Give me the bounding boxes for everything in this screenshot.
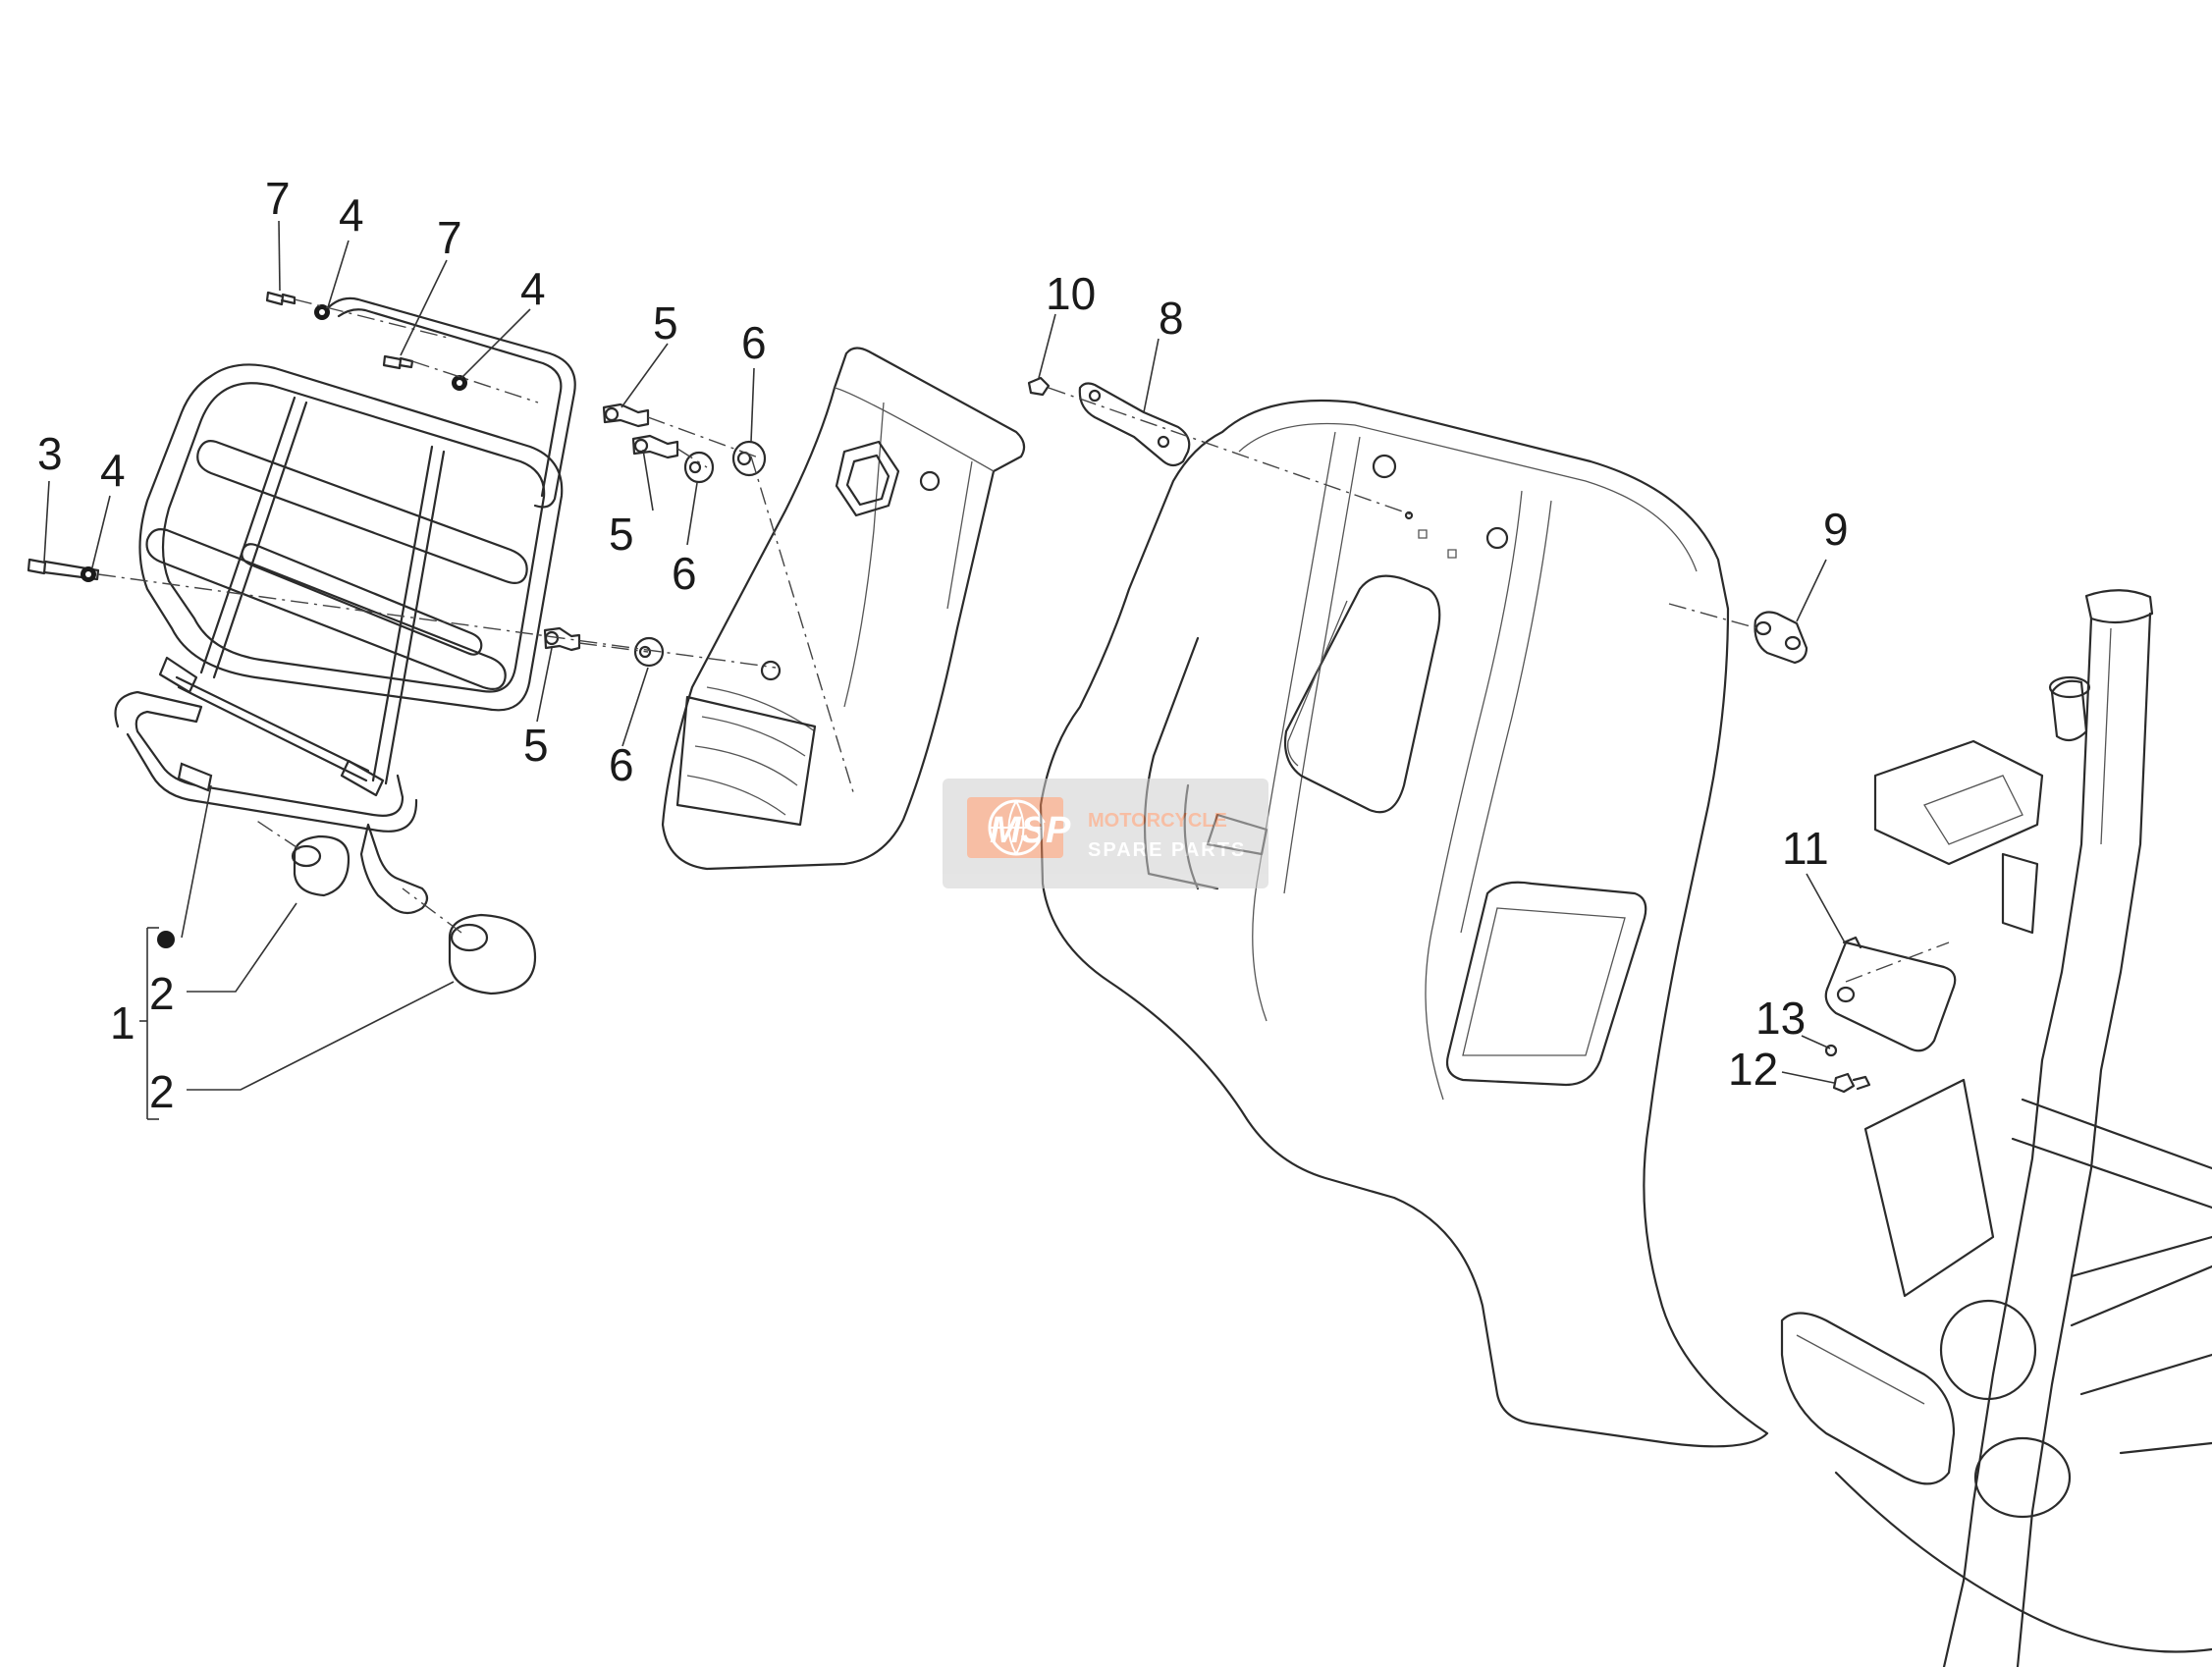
luggage-rack (114, 296, 576, 995)
leader-lines (43, 220, 1847, 1120)
callout-13: 13 (1755, 993, 1806, 1044)
watermark-line-2: SPARE PARTS (1088, 839, 1246, 861)
callout-2: 2 (149, 968, 175, 1019)
scooter-frame (1780, 589, 2212, 1667)
center-trim-cover (661, 347, 1026, 871)
callout-4: 4 (339, 189, 364, 241)
brackets (1027, 376, 1808, 665)
callout-12: 12 (1728, 1044, 1778, 1095)
assembly-lines (97, 298, 1950, 983)
callout-9: 9 (1823, 504, 1849, 555)
callout-2: 2 (149, 1066, 175, 1117)
callout-5: 5 (653, 297, 678, 349)
watermark-line-1: MOTORCYCLE (1088, 810, 1227, 832)
callout-4: 4 (520, 263, 546, 314)
callout-5: 5 (609, 509, 634, 560)
rubber-bumper-right (448, 913, 537, 995)
callout-8: 8 (1159, 293, 1184, 344)
callout-6: 6 (609, 739, 634, 790)
rubber-bumper-left (291, 834, 351, 897)
fasteners (27, 291, 767, 668)
watermark-logo-text: MSP (990, 810, 1071, 851)
callout-10: 10 (1046, 268, 1096, 319)
front-leg-shield (1039, 399, 1769, 1448)
callout-11: 11 (1782, 823, 1829, 874)
callout-1: 1 (110, 997, 135, 1049)
callout-7: 7 (437, 212, 462, 263)
callout-labels: 7 4 7 4 3 4 5 6 5 6 5 6 10 8 9 11 13 12 … (37, 173, 1849, 1117)
callout-3: 3 (37, 428, 63, 479)
support-bracket-11 (1824, 936, 1957, 1094)
callout-6: 6 (741, 317, 767, 368)
callout-4: 4 (100, 445, 126, 496)
callout-5: 5 (523, 720, 549, 771)
callout-7: 7 (265, 173, 291, 224)
callout-6: 6 (672, 548, 697, 599)
watermark: MSP MOTORCYCLE SPARE PARTS (943, 779, 1268, 888)
